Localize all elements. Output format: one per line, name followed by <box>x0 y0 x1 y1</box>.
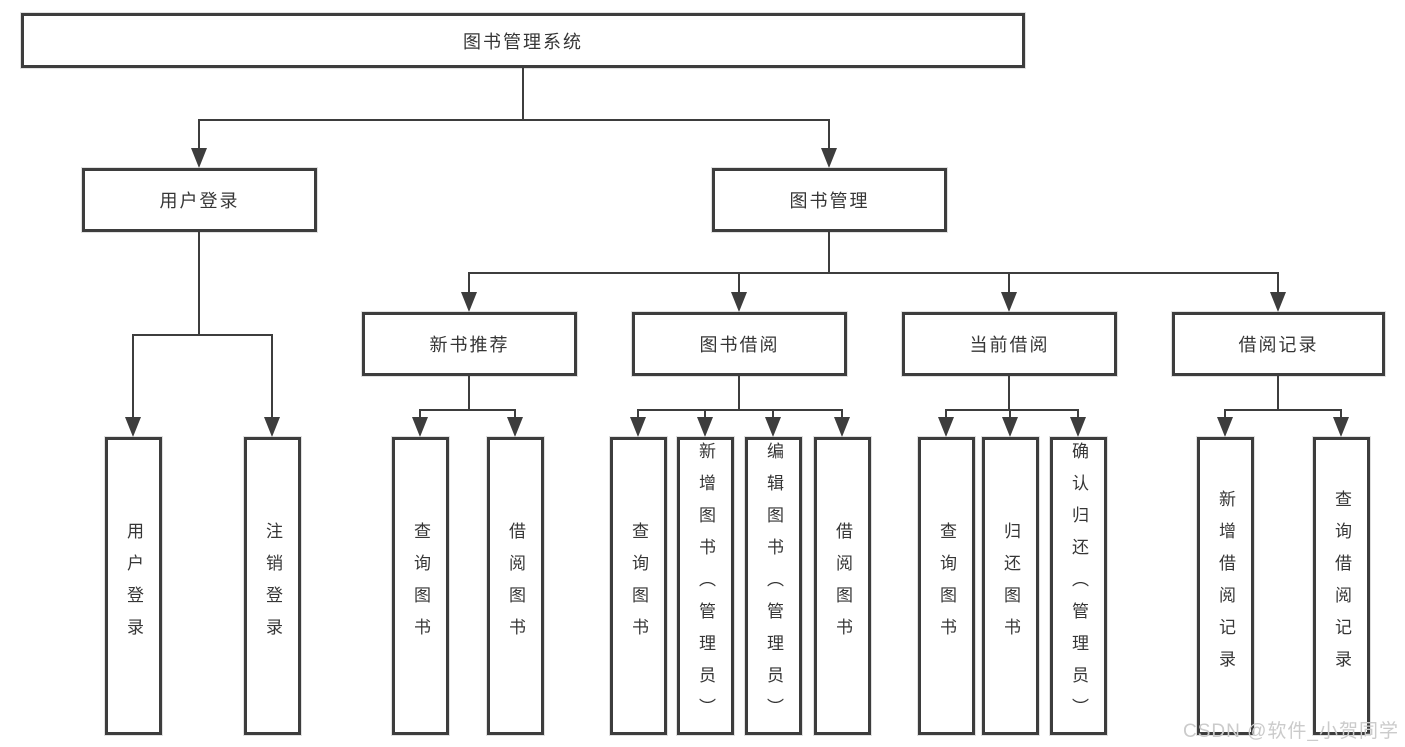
leaf-label: 确认归还（管理员） <box>1069 442 1088 730</box>
arrow-down-icon <box>461 292 477 312</box>
connector-line <box>468 272 470 292</box>
connector-line <box>1224 409 1342 411</box>
connector-line <box>514 409 516 417</box>
arrow-down-icon <box>1070 417 1086 437</box>
leaf-borrow-books-recommend: 借阅图书 <box>487 437 544 735</box>
connector-line <box>1008 376 1010 411</box>
leaf-label: 编辑图书（管理员） <box>764 442 783 730</box>
connector-line <box>271 334 273 417</box>
arrow-down-icon <box>630 417 646 437</box>
arrow-down-icon <box>125 417 141 437</box>
node-root-library-system: 图书管理系统 <box>21 13 1025 68</box>
csdn-watermark: CSDN @软件_小贺同学 <box>1183 721 1399 742</box>
connector-line <box>1009 409 1011 417</box>
connector-line <box>468 376 470 411</box>
connector-line <box>1224 409 1226 417</box>
connector-line <box>945 409 1079 411</box>
connector-line <box>522 68 524 120</box>
leaf-label: 查询借阅记录 <box>1332 490 1351 682</box>
connector-line <box>772 409 774 417</box>
leaf-label: 查询图书 <box>937 522 956 650</box>
connector-line <box>199 119 830 121</box>
node-book-borrowing: 图书借阅 <box>632 312 847 376</box>
arrow-down-icon <box>1002 417 1018 437</box>
connector-line <box>419 409 516 411</box>
node-label: 图书管理系统 <box>463 31 583 52</box>
node-book-management: 图书管理 <box>712 168 947 232</box>
node-label: 用户登录 <box>159 191 240 211</box>
arrow-down-icon <box>1217 417 1233 437</box>
connector-line <box>1008 272 1010 292</box>
arrow-down-icon <box>765 417 781 437</box>
connector-line <box>132 334 272 336</box>
connector-line <box>945 409 947 417</box>
arrow-down-icon <box>697 417 713 437</box>
arrow-down-icon <box>507 417 523 437</box>
leaf-label: 归还图书 <box>1001 522 1020 650</box>
arrow-down-icon <box>1001 292 1017 312</box>
leaf-query-borrow-record: 查询借阅记录 <box>1313 437 1370 735</box>
connector-line <box>637 409 843 411</box>
connector-line <box>738 376 740 411</box>
node-user-login: 用户登录 <box>82 168 317 232</box>
connector-line <box>132 334 134 417</box>
connector-line <box>198 232 200 335</box>
node-label: 图书管理 <box>789 191 870 211</box>
connector-line <box>828 119 830 148</box>
connector-line <box>1277 376 1279 411</box>
leaf-logout: 注销登录 <box>244 437 301 735</box>
arrow-down-icon <box>264 417 280 437</box>
leaf-label: 借阅图书 <box>833 522 852 650</box>
connector-line <box>637 409 639 417</box>
arrow-down-icon <box>1333 417 1349 437</box>
leaf-add-borrow-record: 新增借阅记录 <box>1197 437 1254 735</box>
leaf-add-books-admin: 新增图书（管理员） <box>677 437 734 735</box>
leaf-query-books-current: 查询图书 <box>918 437 975 735</box>
connector-line <box>828 232 830 274</box>
leaf-confirm-return-admin: 确认归还（管理员） <box>1050 437 1107 735</box>
leaf-query-books-recommend: 查询图书 <box>392 437 449 735</box>
node-new-book-recommend: 新书推荐 <box>362 312 577 376</box>
connector-line <box>468 272 1279 274</box>
node-borrow-records: 借阅记录 <box>1172 312 1385 376</box>
leaf-edit-books-admin: 编辑图书（管理员） <box>745 437 802 735</box>
arrow-down-icon <box>191 148 207 168</box>
leaf-label: 注销登录 <box>263 522 282 650</box>
node-label: 图书借阅 <box>699 335 780 355</box>
leaf-label: 查询图书 <box>629 522 648 650</box>
arrow-down-icon <box>821 148 837 168</box>
leaf-return-books: 归还图书 <box>982 437 1039 735</box>
node-label: 当前借阅 <box>969 335 1050 355</box>
connector-line <box>419 409 421 417</box>
leaf-label: 用户登录 <box>124 522 143 650</box>
connector-line <box>841 409 843 417</box>
arrow-down-icon <box>412 417 428 437</box>
connector-line <box>1277 272 1279 292</box>
leaf-borrow-books: 借阅图书 <box>814 437 871 735</box>
connector-line <box>738 272 740 292</box>
connector-line <box>1340 409 1342 417</box>
leaf-user-login: 用户登录 <box>105 437 162 735</box>
node-current-borrowing: 当前借阅 <box>902 312 1117 376</box>
leaf-label: 新增图书（管理员） <box>696 442 715 730</box>
arrow-down-icon <box>1270 292 1286 312</box>
node-label: 借阅记录 <box>1238 335 1319 355</box>
leaf-label: 新增借阅记录 <box>1216 490 1235 682</box>
connector-line <box>704 409 706 417</box>
arrow-down-icon <box>938 417 954 437</box>
leaf-label: 查询图书 <box>411 522 430 650</box>
leaf-label: 借阅图书 <box>506 522 525 650</box>
connector-line <box>198 119 200 148</box>
arrow-down-icon <box>834 417 850 437</box>
connector-line <box>1077 409 1079 417</box>
arrow-down-icon <box>731 292 747 312</box>
leaf-query-books-borrowing: 查询图书 <box>610 437 667 735</box>
node-label: 新书推荐 <box>429 335 510 355</box>
